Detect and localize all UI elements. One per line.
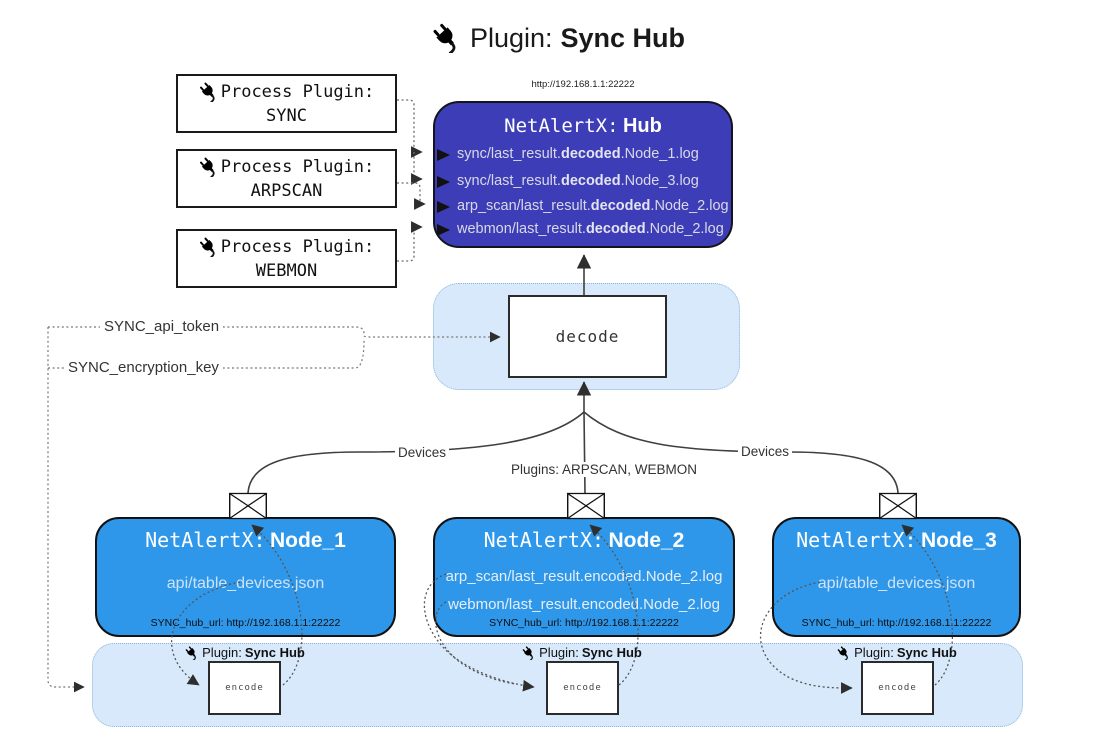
bar-plugin-prefix: Plugin: [539, 645, 579, 660]
node-footer: SYNC_hub_url: http://192.168.1.1:22222 [150, 617, 341, 629]
log-text: .Node_2.log [650, 198, 729, 214]
node3-box: NetAlertX: Node_3 api/table_devices.json… [772, 517, 1021, 637]
node-title-name: Node_1 [270, 529, 346, 552]
bar-plugin-label: Plugin: Sync Hub [502, 645, 662, 660]
envelope-icon [567, 492, 605, 520]
page-title-prefix: Plugin: [469, 22, 553, 53]
sync-encryption-key-label: SYNC_encryption_key [64, 359, 223, 376]
hub-log-line: webmon/last_result.decoded.Node_2.log [445, 218, 724, 241]
node-footer: SYNC_hub_url: http://192.168.1.1:22222 [489, 617, 679, 629]
log-text: sync/last_result. [457, 173, 561, 189]
page-title-name: Sync Hub [560, 22, 686, 53]
process-plugin-name: ARPSCAN [250, 180, 323, 201]
hub-log-line: sync/last_result.decoded.Node_3.log [445, 168, 721, 195]
node-payload: arp_scan/last_result.encoded.Node_2.log [445, 568, 723, 585]
process-plugin-label: Process Plugin: [220, 236, 375, 257]
node-title-prefix: NetAlertX: [796, 528, 917, 552]
hub-url-label: http://192.168.1.1:22222 [531, 79, 635, 90]
node-title-prefix: NetAlertX: [483, 528, 605, 552]
page-title: Plugin: Sync Hub [0, 18, 1117, 58]
node-payload: webmon/last_result.encoded.Node_2.log [448, 596, 720, 613]
bar-plugin-name: Sync Hub [581, 645, 642, 660]
hub-log-line: arp_scan/last_result.decoded.Node_2.log [445, 195, 729, 218]
log-text: sync/last_result. [457, 146, 561, 162]
node-title: NetAlertX: Node_3 [774, 528, 1019, 553]
node-payload: api/table_devices.json [166, 575, 325, 592]
encode-box: encode [861, 661, 934, 715]
log-text-bold: decoded [590, 198, 651, 214]
sync-api-token-label: SYNC_api_token [100, 318, 224, 335]
decode-box: decode [508, 295, 667, 378]
devices-label-right: Devices [738, 444, 793, 459]
node-title-prefix: NetAlertX: [145, 528, 266, 552]
node-title-name: Node_2 [608, 529, 685, 552]
plug-icon [522, 646, 536, 660]
plug-icon [185, 646, 199, 660]
log-text-bold: decoded [560, 146, 621, 162]
hub-title-prefix: NetAlertX: [504, 115, 619, 137]
node-footer: SYNC_hub_url: http://192.168.1.1:22222 [801, 617, 992, 629]
process-plugin-name: SYNC [266, 105, 307, 126]
log-text: .Node_1.log [620, 146, 699, 162]
node-title: NetAlertX: Node_2 [435, 528, 733, 553]
envelope-icon [229, 492, 267, 520]
log-text: .Node_2.log [645, 221, 724, 237]
bar-plugin-label: Plugin: Sync Hub [817, 645, 977, 660]
hub-title-name: Hub [622, 115, 662, 137]
bar-plugin-prefix: Plugin: [854, 645, 894, 660]
encode-box: encode [546, 661, 619, 715]
process-plugin-sync-box: Process Plugin: SYNC [176, 74, 397, 133]
plugins-label-middle: Plugins: ARPSCAN, WEBMON [508, 462, 701, 477]
bar-plugin-name: Sync Hub [896, 645, 957, 660]
process-plugin-name: WEBMON [255, 260, 318, 281]
node2-box: NetAlertX: Node_2 arp_scan/last_result.e… [433, 517, 735, 637]
hub-title: NetAlertX: Hub [445, 111, 721, 141]
plug-icon [199, 82, 219, 102]
node-title: NetAlertX: Node_1 [97, 528, 394, 553]
log-text-bold: decoded [560, 173, 621, 189]
log-text: webmon/last_result. [457, 221, 586, 237]
plug-icon [432, 23, 462, 53]
bar-plugin-prefix: Plugin: [202, 645, 242, 660]
node1-box: NetAlertX: Node_1 api/table_devices.json… [95, 517, 396, 637]
hub-box: NetAlertX: Hub sync/last_result.decoded.… [433, 101, 733, 248]
bar-plugin-label: Plugin: Sync Hub [165, 645, 325, 660]
encode-box: encode [208, 661, 281, 715]
devices-label-left: Devices [395, 445, 450, 460]
log-text: .Node_3.log [620, 173, 699, 189]
bar-plugin-name: Sync Hub [244, 645, 305, 660]
process-plugin-label: Process Plugin: [220, 81, 375, 102]
envelope-icon [879, 492, 917, 520]
node-payload-list: arp_scan/last_result.encoded.Node_2.log … [435, 563, 733, 619]
log-text-bold: decoded [585, 221, 646, 237]
process-plugin-arpscan-box: Process Plugin: ARPSCAN [176, 149, 397, 208]
plug-icon [199, 157, 219, 177]
node-title-name: Node_3 [921, 529, 997, 552]
log-text: arp_scan/last_result. [457, 198, 591, 214]
process-plugin-webmon-box: Process Plugin: WEBMON [176, 229, 397, 288]
process-plugin-label: Process Plugin: [220, 156, 375, 177]
plug-icon [199, 237, 219, 257]
hub-log-line: sync/last_result.decoded.Node_1.log [445, 141, 721, 168]
node-payload: api/table_devices.json [817, 575, 976, 592]
plug-icon [837, 646, 851, 660]
